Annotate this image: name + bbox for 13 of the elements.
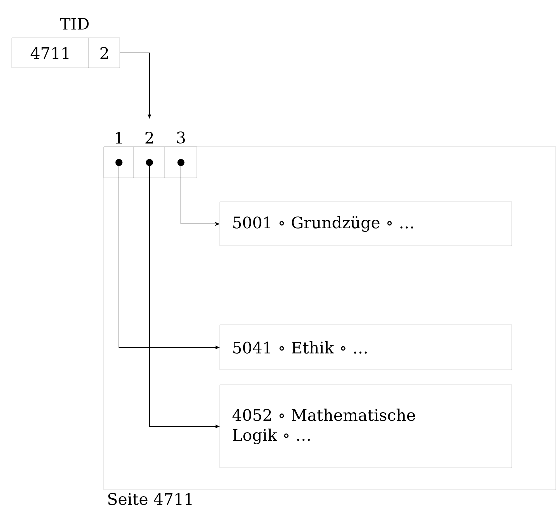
record-box: 4052 ∘ Mathematische Logik ∘ … bbox=[220, 385, 512, 468]
tid-cell: 4711 bbox=[12, 38, 90, 68]
field-label: TID bbox=[60, 18, 89, 30]
slot-number: 3 bbox=[177, 132, 186, 144]
slot-number: 2 bbox=[146, 132, 154, 144]
slot-cell bbox=[104, 147, 134, 178]
node-label: Seite 4711 bbox=[108, 493, 192, 506]
slot-number: 1 bbox=[116, 132, 122, 144]
slot-cell bbox=[134, 147, 166, 178]
slot-cell bbox=[165, 147, 198, 178]
tid-cell: 2 bbox=[89, 38, 120, 68]
record-box: 5041 ∘ Ethik ∘ … bbox=[220, 325, 512, 370]
record-box: 5001 ∘ Grundzüge ∘ … bbox=[220, 202, 512, 246]
